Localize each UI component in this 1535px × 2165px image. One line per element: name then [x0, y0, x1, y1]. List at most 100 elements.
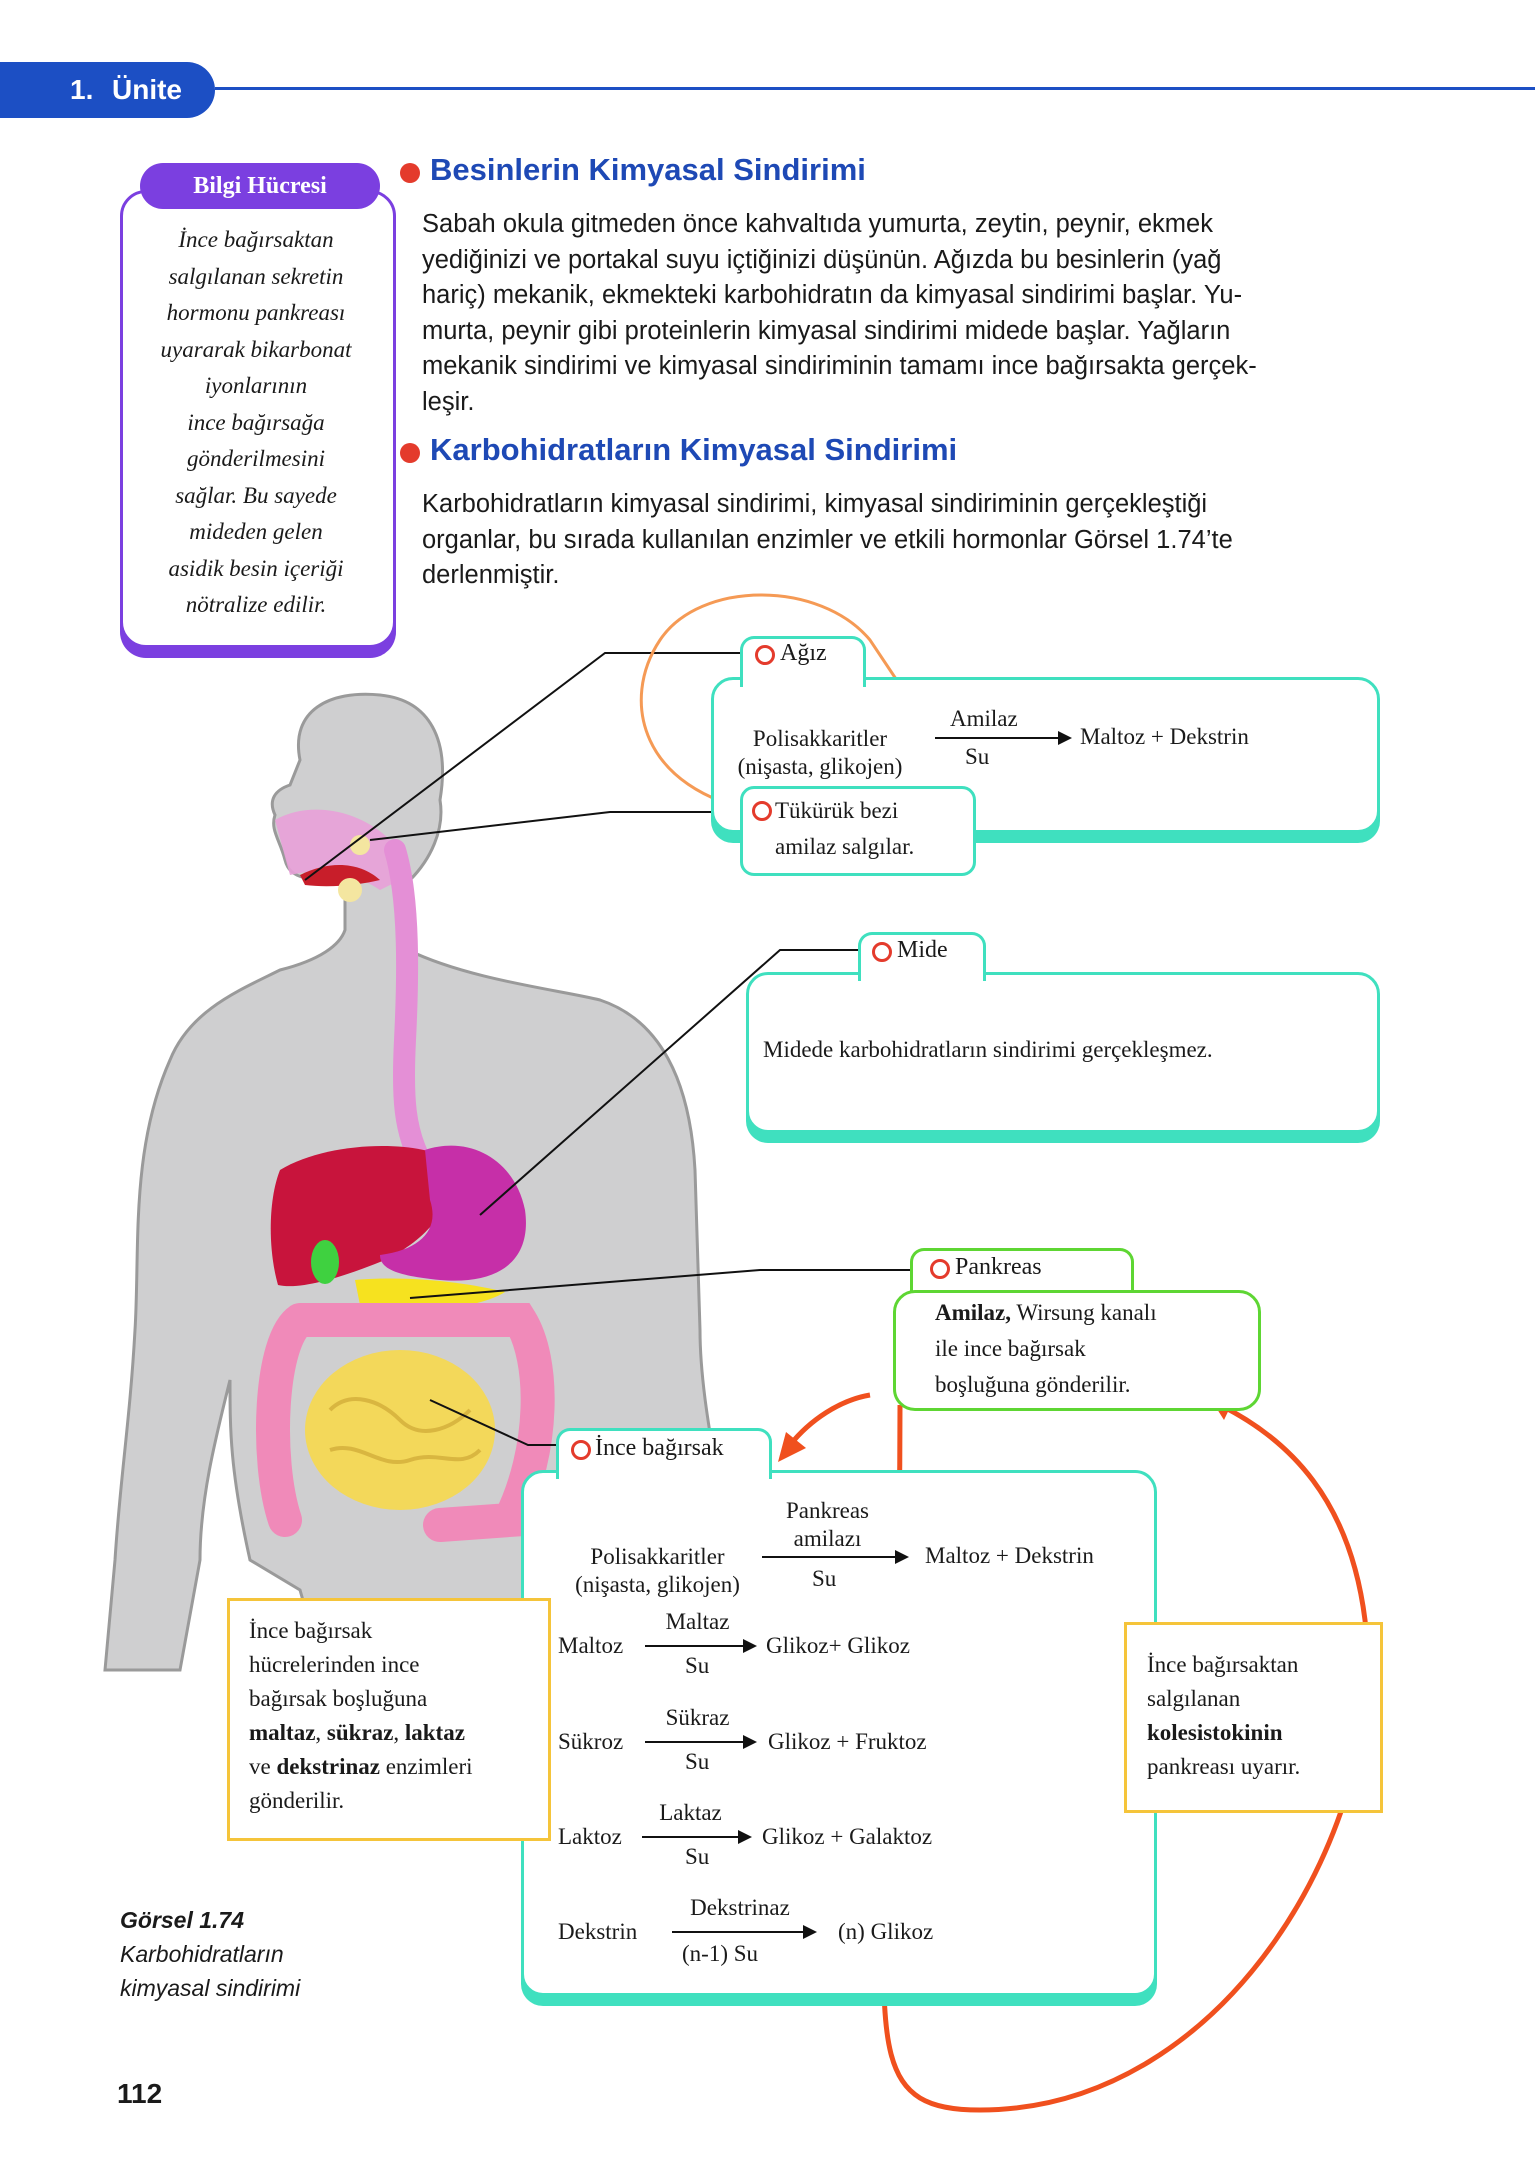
marker-icon — [755, 645, 775, 665]
stomach — [380, 1145, 526, 1281]
info-line: sağlar. Bu sayede — [175, 482, 337, 508]
caption-line: Karbohidratların — [120, 1941, 284, 1967]
marker-icon — [752, 801, 772, 821]
mouth-substrate: Polisakkaritler (nişasta, glikojen) — [705, 725, 935, 781]
reaction-2-water: Su — [685, 1653, 710, 1678]
salivary-line-1: Tükürük bezi — [775, 798, 899, 823]
dextrinase-term: dekstrinaz — [276, 1754, 380, 1779]
info-line: iyonlarının — [204, 373, 308, 398]
pancreas-text: Amilaz, Wirsung kanalı ile ince bağırsak… — [935, 1299, 1245, 1399]
oral-cavity — [275, 809, 400, 890]
substrate-note: (nişasta, glikojen) — [737, 754, 903, 779]
section-heading-1: Besinlerin Kimyasal Sindirimi — [430, 152, 866, 187]
reaction-arrow — [935, 737, 1060, 739]
note-line: ve dekstrinaz enzimleri — [249, 1750, 539, 1784]
caption-title: Görsel 1.74 — [120, 1907, 245, 1933]
arrowhead-icon — [1058, 731, 1072, 745]
stomach-text: Midede karbohidratların sindirimi gerçek… — [763, 1037, 1213, 1062]
note-line: pankreası uyarır. — [1147, 1754, 1301, 1779]
note-fragment: ve — [249, 1754, 277, 1779]
paragraph-line: mekanik sindirimi ve kimyasal sindirimin… — [422, 352, 1257, 380]
amylase-bold: Amilaz, — [935, 1300, 1012, 1325]
note-line: gönderilir. — [249, 1788, 345, 1813]
section-1-paragraph: Sabah okula gitmeden önce kahvaltıda yum… — [422, 207, 1377, 420]
marker-icon — [571, 1440, 591, 1460]
reaction-4-product: Glikoz + Galaktoz — [762, 1824, 933, 1849]
mouth-box — [711, 677, 1380, 833]
reaction-5-enzyme: Dekstrinaz — [690, 1895, 790, 1920]
reaction-1-product: Maltoz + Dekstrin — [925, 1543, 1094, 1568]
reaction-arrow — [645, 1645, 745, 1647]
note-fragment: enzimleri — [379, 1754, 473, 1779]
lactase-term: laktaz — [404, 1720, 465, 1745]
cholecystokinin-term: kolesistokinin — [1147, 1720, 1283, 1745]
bullet-icon — [400, 443, 420, 463]
reaction-4-enzyme: Laktaz — [659, 1800, 722, 1825]
mouth-water: Su — [965, 744, 990, 769]
reaction-5-substrate: Dekstrin — [558, 1919, 638, 1944]
note-line: maltaz, sükraz, laktaz — [249, 1716, 539, 1750]
stomach-box — [746, 972, 1380, 1133]
reaction-5-product: (n) Glikoz — [838, 1919, 934, 1944]
substrate-note: (nişasta, glikojen) — [575, 1572, 740, 1597]
reaction-2-substrate: Maltoz — [558, 1633, 624, 1658]
enzyme-note-text: İnce bağırsak hücrelerinden ince bağırsa… — [249, 1614, 539, 1818]
paragraph-line: organlar, bu sırada kullanılan enzimler … — [422, 525, 1233, 554]
info-line: mideden gelen — [189, 519, 323, 544]
paragraph-line: hariç) mekanik, ekmekteki karbohidratın … — [422, 281, 1243, 309]
stomach-label: Mide — [897, 937, 948, 963]
header-rule — [215, 87, 1535, 90]
paragraph-line: Karbohidratların kimyasal sindirimi, kim… — [422, 490, 1208, 518]
section-heading-2: Karbohidratların Kimyasal Sindirimi — [430, 432, 958, 467]
enzyme-line: Pankreas — [785, 1498, 870, 1523]
hormone-note-box — [1124, 1622, 1383, 1813]
substrate-name: Polisakkaritler — [752, 726, 888, 751]
note-line: salgılanan — [1147, 1686, 1241, 1711]
paragraph-line: leşir. — [422, 387, 475, 416]
hormone-note-text: İnce bağırsaktan salgılanan kolesistokin… — [1147, 1648, 1377, 1784]
reaction-arrow — [642, 1836, 740, 1838]
unit-badge: 1. Ünite — [0, 62, 215, 118]
paragraph-line: Sabah okula gitmeden önce kahvaltıda yum… — [422, 210, 1213, 238]
info-line: uyararak bikarbonat — [160, 336, 352, 362]
reaction-1-substrate: Polisakkaritler (nişasta, glikojen) — [550, 1543, 765, 1599]
info-line: nötralize edilir. — [185, 592, 327, 617]
arrowhead-icon — [743, 1735, 757, 1749]
pancreas-box — [893, 1290, 1261, 1411]
info-line: İnce bağırsaktan — [178, 227, 334, 252]
mouth-enzyme: Amilaz — [950, 706, 1018, 731]
reaction-arrow — [762, 1556, 897, 1558]
pancreas-line-3: boşluğuna gönderilir. — [935, 1372, 1131, 1397]
small-intestine-tab — [556, 1428, 772, 1479]
large-intestine — [256, 1303, 555, 1542]
info-line: salgılanan sekretin — [168, 263, 344, 289]
reaction-arrow — [672, 1931, 805, 1933]
page-number: 112 — [117, 2078, 163, 2109]
reaction-1-enzyme: Pankreas amilazı — [760, 1497, 895, 1553]
arrowhead-icon — [803, 1925, 817, 1939]
reaction-3-water: Su — [685, 1749, 710, 1774]
note-line: hücrelerinden ince — [249, 1652, 420, 1677]
arrowhead-icon — [895, 1550, 909, 1564]
info-box-title: Bilgi Hücresi — [140, 163, 380, 209]
figure-caption: Görsel 1.74 Karbohidratların kimyasal si… — [120, 1903, 300, 2005]
pancreas — [355, 1278, 505, 1310]
info-box-text: İnce bağırsaktan salgılanan sekretin hor… — [128, 222, 384, 624]
reaction-2-product: Glikoz+ Glikoz — [766, 1633, 910, 1658]
arrowhead-icon — [743, 1639, 757, 1653]
marker-icon — [872, 942, 892, 962]
paragraph-line: murta, peynir gibi proteinlerin kimyasal… — [422, 316, 1231, 345]
reaction-4-water: Su — [685, 1844, 710, 1869]
pancreas-line-2: ile ince bağırsak — [935, 1336, 1086, 1361]
reaction-5-water: (n-1) Su — [682, 1941, 759, 1966]
mouth-label: Ağız — [780, 640, 827, 666]
enzyme-note-box — [227, 1598, 551, 1841]
info-line: asidik besin içeriği — [168, 555, 344, 581]
reaction-arrow — [645, 1741, 745, 1743]
pancreas-line-1: Wirsung kanalı — [1011, 1300, 1157, 1325]
reaction-3-enzyme: Sükraz — [665, 1705, 730, 1730]
enzyme-line: amilazı — [793, 1526, 862, 1551]
maltase-term: maltaz — [249, 1720, 316, 1745]
note-line: İnce bağırsaktan — [1147, 1652, 1299, 1677]
reaction-1-water: Su — [812, 1566, 837, 1591]
